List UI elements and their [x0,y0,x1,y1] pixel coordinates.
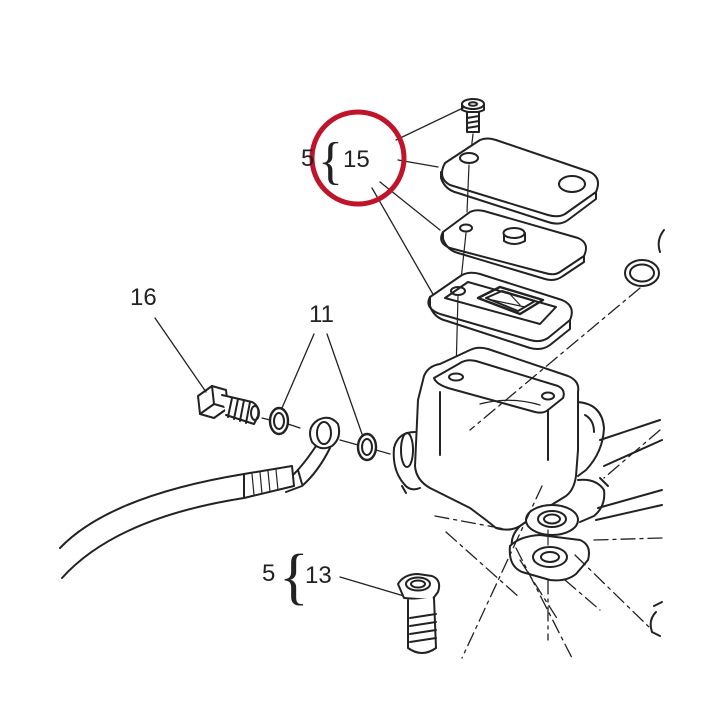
reservoir-cover [440,137,599,225]
sealing-washers [261,406,391,462]
callout-15-group-number: 5 [301,145,315,172]
right-edge-parts [595,229,665,637]
callout-13-brace: { [279,543,309,611]
brake-hose [59,416,341,579]
leader-lines [154,317,405,597]
banjo-bolt [197,385,260,425]
master-cylinder-body [392,346,609,582]
callout-11-label: 11 [309,301,334,328]
callout-13-group-number: 5 [262,560,276,587]
hollow-pin [397,573,441,654]
diaphragm-plate [440,209,587,281]
leader-lines-15 [371,106,466,297]
axis-lines [434,287,663,659]
callout-16-label: 16 [130,284,157,311]
callout-15-brace: { [318,133,343,190]
highlight-circle [309,109,407,207]
callout-13-label: 13 [305,562,332,589]
callout-15-label: 15 [343,146,370,173]
